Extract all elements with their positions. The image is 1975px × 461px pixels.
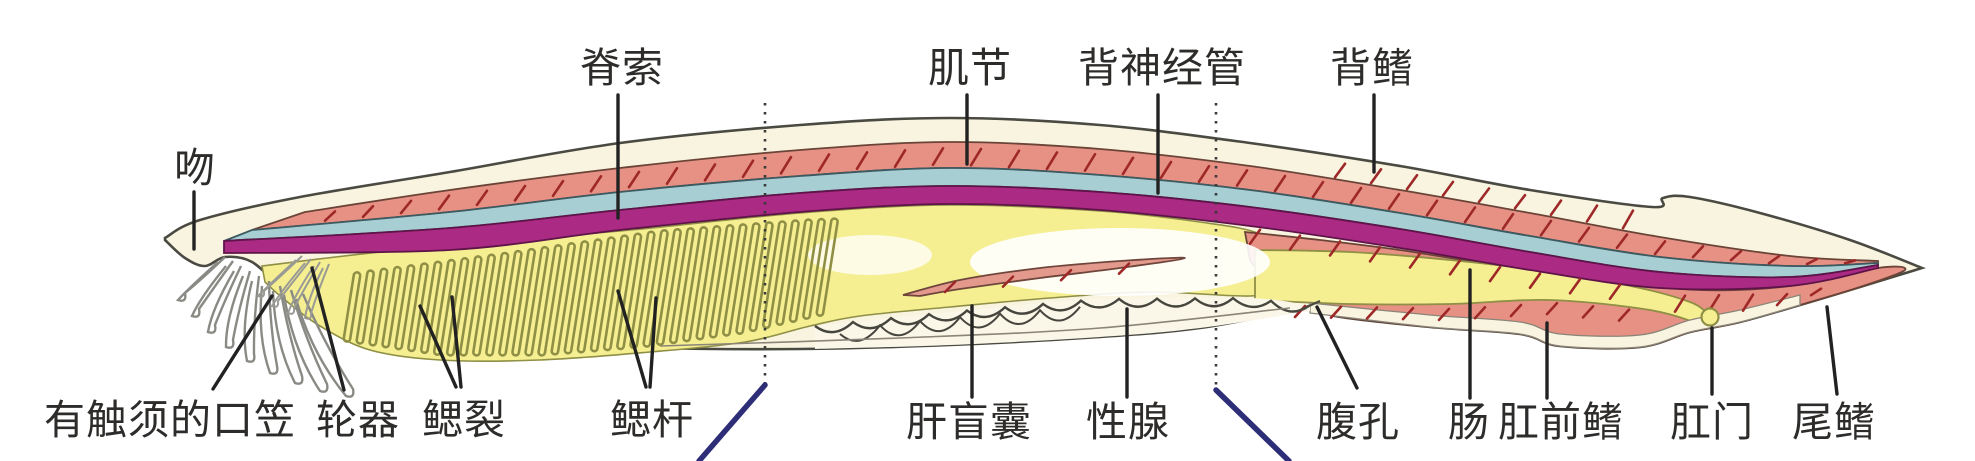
leader-gill-slits-1 xyxy=(418,304,458,389)
label-caudal-fin: 尾鳍 xyxy=(1792,399,1876,445)
label-gill-slits: 鳃裂 xyxy=(422,397,506,443)
hepatic-caecum-shape xyxy=(902,256,1186,297)
label-snout: 吻 xyxy=(174,145,216,191)
leader-gill-slits-2 xyxy=(450,295,463,389)
dorsal-layer-bands xyxy=(223,141,1879,291)
myomere-hatch-marks xyxy=(323,147,1857,322)
label-dorsal-fin: 背鳍 xyxy=(1330,45,1414,91)
label-wheel-organ: 轮器 xyxy=(316,397,400,443)
label-atriopore: 腹孔 xyxy=(1316,399,1400,445)
label-hepatic-caecum: 肝盲囊 xyxy=(906,399,1032,445)
label-anus: 肛门 xyxy=(1670,399,1754,445)
label-oral-hood-with-cirri: 有触须的口笠 xyxy=(44,397,296,443)
label-dorsal-nerve-cord: 背神经管 xyxy=(1078,45,1246,91)
label-gill-bars: 鳃杆 xyxy=(610,397,694,443)
leader-gill-bars-1 xyxy=(616,289,648,389)
leader-wheel-organ xyxy=(310,266,346,392)
atrium-intestine-scallops xyxy=(659,296,1310,349)
leader-gill-bars-2 xyxy=(648,296,658,389)
label-gonad: 性腺 xyxy=(1086,399,1170,445)
leader-atriopore xyxy=(1315,305,1359,390)
label-intestine: 肠 xyxy=(1448,399,1490,445)
label-preanal-fin: 肛前鳍 xyxy=(1498,399,1624,445)
anus-opening-circle xyxy=(1297,299,1720,327)
leader-oral-hood xyxy=(211,294,274,391)
leader-caudal-fin xyxy=(1825,305,1839,396)
brace-arm-right xyxy=(1213,387,1292,461)
label-myomere: 肌节 xyxy=(928,45,1012,91)
brace-arm-left xyxy=(696,382,768,461)
label-notochord: 脊索 xyxy=(580,45,664,91)
